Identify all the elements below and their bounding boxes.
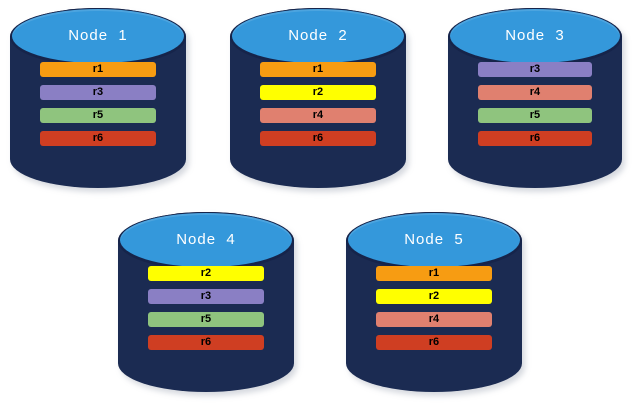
node-label: Node 4 xyxy=(176,230,236,248)
cylinder-top-ellipse xyxy=(120,213,292,267)
replica-bar-list: r1 r2 r4 r6 xyxy=(375,266,493,350)
replica-bar[interactable]: r6 xyxy=(375,335,493,350)
cylinder-top-ellipse xyxy=(232,9,404,63)
replica-bar[interactable]: r5 xyxy=(39,108,157,123)
node-cylinder-1[interactable]: Node 1 r1 r3 r5 r6 xyxy=(10,8,189,192)
replica-bar[interactable]: r3 xyxy=(477,62,593,77)
replica-bar[interactable]: r4 xyxy=(259,108,377,123)
replica-bar[interactable]: r2 xyxy=(259,85,377,100)
replica-bar[interactable]: r1 xyxy=(259,62,377,77)
replica-bar[interactable]: r2 xyxy=(147,266,265,281)
node-cylinder-5[interactable]: Node 5 r1 r2 r4 r6 xyxy=(346,212,525,396)
cylinder-top-ellipse xyxy=(348,213,520,267)
replica-bar[interactable]: r6 xyxy=(259,131,377,146)
node-label: Node 2 xyxy=(288,26,348,44)
node-cylinder-4[interactable]: Node 4 r2 r3 r5 r6 xyxy=(118,212,297,396)
node-label: Node 3 xyxy=(505,26,565,44)
replica-bar[interactable]: r1 xyxy=(375,266,493,281)
replica-bar[interactable]: r6 xyxy=(477,131,593,146)
replica-bar[interactable]: r4 xyxy=(375,312,493,327)
replica-bar-list: r2 r3 r5 r6 xyxy=(147,266,265,350)
node-cylinder-3[interactable]: Node 3 r3 r4 r5 r6 xyxy=(448,8,625,192)
cylinder-top-ellipse xyxy=(450,9,620,63)
replica-bar[interactable]: r1 xyxy=(39,62,157,77)
cylinder-top-ellipse xyxy=(12,9,184,63)
replica-bar-list: r1 r3 r5 r6 xyxy=(39,62,157,146)
node-label: Node 1 xyxy=(68,26,128,44)
node-cylinder-2[interactable]: Node 2 r1 r2 r4 r6 xyxy=(230,8,409,192)
node-label: Node 5 xyxy=(404,230,464,248)
replica-bar[interactable]: r6 xyxy=(39,131,157,146)
replica-bar[interactable]: r4 xyxy=(477,85,593,100)
replica-bar[interactable]: r3 xyxy=(39,85,157,100)
replica-bar[interactable]: r2 xyxy=(375,289,493,304)
replica-bar[interactable]: r5 xyxy=(147,312,265,327)
replica-bar[interactable]: r6 xyxy=(147,335,265,350)
replica-bar[interactable]: r3 xyxy=(147,289,265,304)
replica-bar[interactable]: r5 xyxy=(477,108,593,123)
replica-bar-list: r3 r4 r5 r6 xyxy=(477,62,593,146)
replica-bar-list: r1 r2 r4 r6 xyxy=(259,62,377,146)
